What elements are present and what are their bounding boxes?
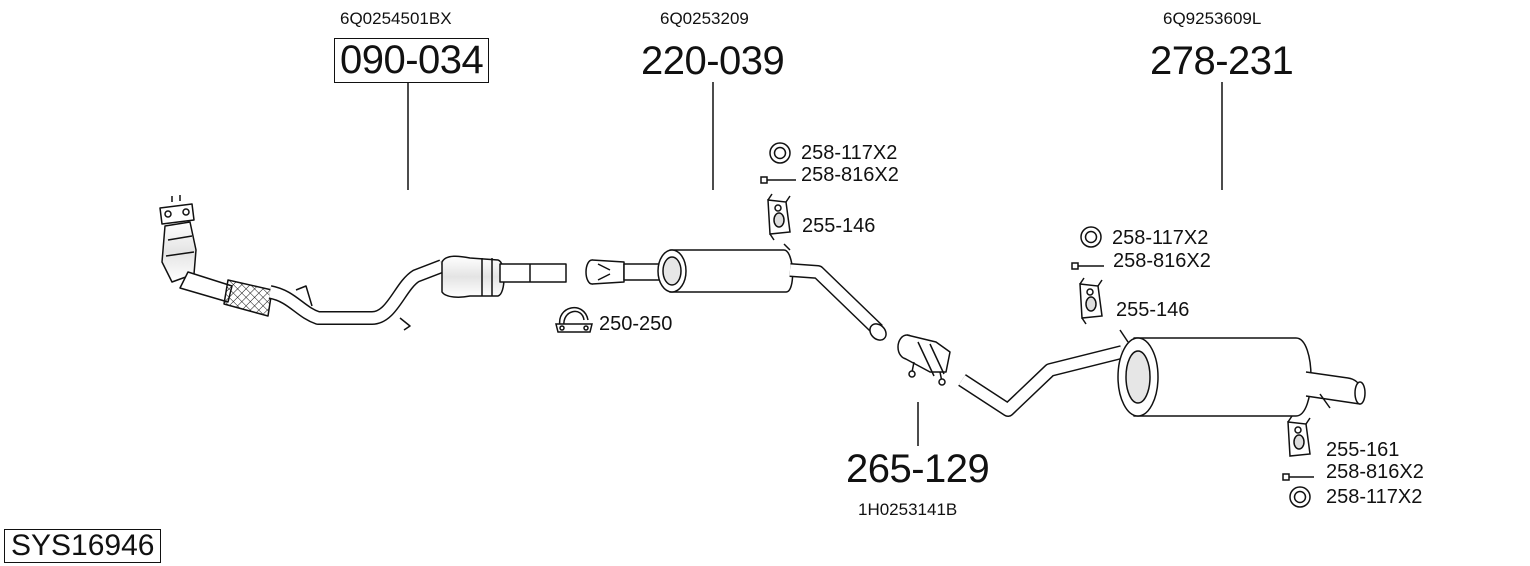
accessory-label[interactable]: 250-250: [599, 313, 673, 335]
bolt-icon: [760, 176, 796, 184]
clamp-icon: [555, 306, 593, 333]
rubber-mount-icon: [767, 193, 791, 241]
accessory-label[interactable]: 255-146: [1116, 299, 1190, 321]
accessory-label[interactable]: 255-161: [1326, 439, 1400, 461]
oem-number-090-034: 6Q0254501BX: [340, 9, 452, 28]
rubber-mount-icon: [1287, 415, 1311, 457]
accessory-label[interactable]: 258-117X2: [1326, 486, 1423, 508]
connector-clamp-part: [897, 334, 951, 386]
ring-icon: [1289, 486, 1311, 508]
part-number-090-034[interactable]: 090-034: [334, 38, 490, 83]
part-number-265-129[interactable]: 265-129: [846, 447, 990, 491]
oem-number-265-129: 1H0253141B: [858, 500, 958, 519]
oem-number-278-231: 6Q9253609L: [1163, 9, 1262, 28]
accessory-label[interactable]: 258-117X2: [801, 142, 898, 164]
front-pipe-catalyst-part: [159, 195, 567, 331]
bolt-icon: [1071, 262, 1104, 270]
bolt-icon: [1282, 473, 1314, 481]
oem-number-220-039: 6Q0253209: [660, 9, 749, 28]
ring-icon: [1080, 226, 1102, 248]
accessory-label[interactable]: 255-146: [802, 215, 876, 237]
accessory-label[interactable]: 258-816X2: [801, 164, 899, 186]
part-number-278-231[interactable]: 278-231: [1150, 39, 1294, 83]
accessory-label[interactable]: 258-816X2: [1326, 461, 1424, 483]
accessory-label[interactable]: 258-117X2: [1112, 227, 1209, 249]
rubber-mount-icon: [1079, 277, 1103, 325]
middle-silencer-part: [585, 243, 887, 341]
rear-silencer-part: [958, 329, 1366, 417]
ring-icon: [769, 142, 791, 164]
part-number-220-039[interactable]: 220-039: [641, 39, 785, 83]
accessory-label[interactable]: 258-816X2: [1113, 250, 1211, 272]
system-code-label: SYS16946: [4, 529, 162, 563]
